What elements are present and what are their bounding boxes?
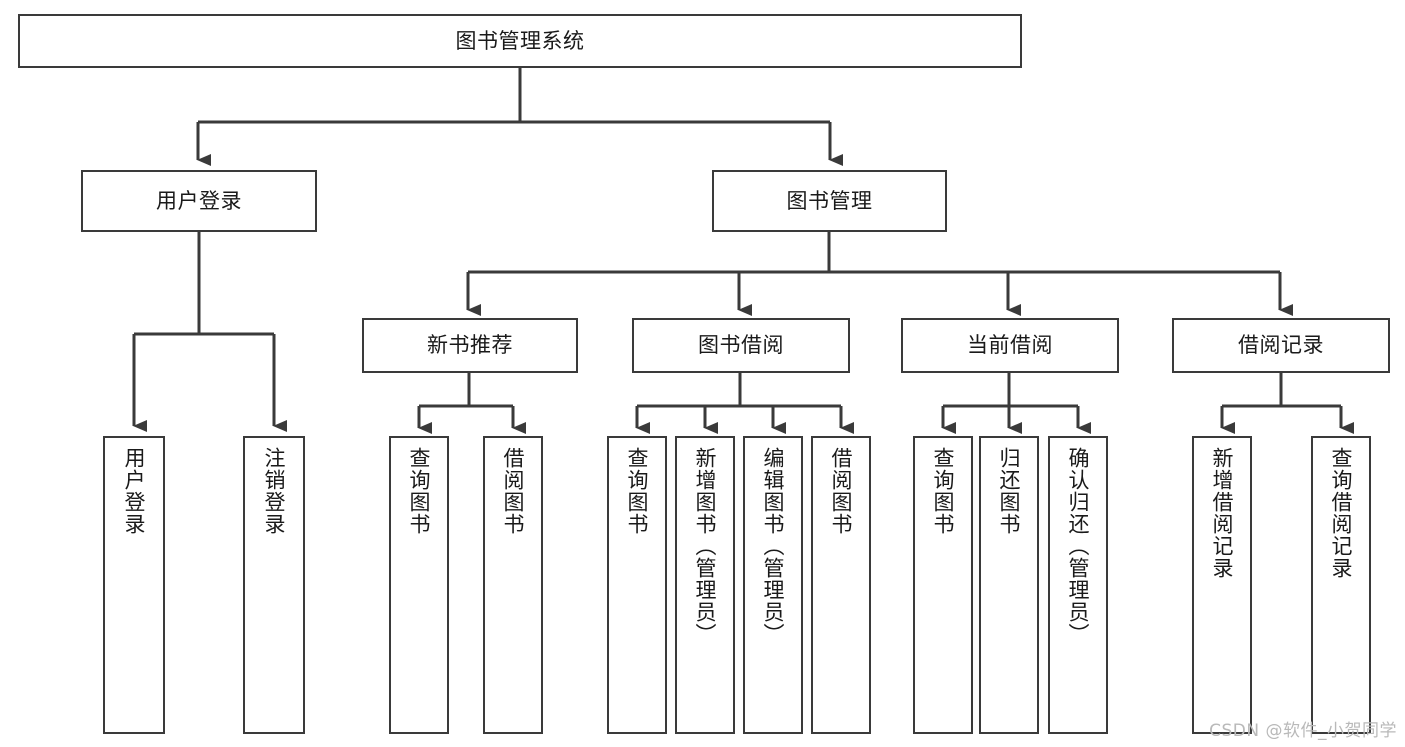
node-leaf-user-login[interactable]: 用户登录 [103, 436, 165, 734]
node-leaf-query-book-1[interactable]: 查询图书 [389, 436, 449, 734]
node-leaf-edit-book-label: 编辑图书（管理员） [761, 447, 786, 645]
node-root[interactable]: 图书管理系统 [18, 14, 1022, 68]
node-book-borrow-label: 图书借阅 [698, 333, 784, 358]
node-current-borrow-label: 当前借阅 [967, 333, 1053, 358]
node-user-login-label: 用户登录 [156, 188, 242, 213]
node-leaf-add-book[interactable]: 新增图书（管理员） [675, 436, 735, 734]
node-leaf-add-record-label: 新增借阅记录 [1210, 447, 1235, 579]
node-leaf-query-book-2[interactable]: 查询图书 [607, 436, 667, 734]
node-leaf-borrow-book-1[interactable]: 借阅图书 [483, 436, 543, 734]
node-book-borrow[interactable]: 图书借阅 [632, 318, 850, 373]
node-leaf-confirm-return[interactable]: 确认归还（管理员） [1048, 436, 1108, 734]
node-leaf-edit-book[interactable]: 编辑图书（管理员） [743, 436, 803, 734]
node-leaf-borrow-book-2-label: 借阅图书 [829, 447, 854, 535]
node-leaf-user-login-label: 用户登录 [122, 447, 147, 535]
node-user-login[interactable]: 用户登录 [81, 170, 317, 232]
node-borrow-record-label: 借阅记录 [1238, 333, 1324, 358]
node-leaf-user-logout[interactable]: 注销登录 [243, 436, 305, 734]
node-borrow-record[interactable]: 借阅记录 [1172, 318, 1390, 373]
node-leaf-return-book[interactable]: 归还图书 [979, 436, 1039, 734]
node-leaf-return-book-label: 归还图书 [997, 447, 1022, 535]
node-leaf-add-record[interactable]: 新增借阅记录 [1192, 436, 1252, 734]
node-leaf-query-book-3-label: 查询图书 [931, 447, 956, 535]
node-leaf-query-book-2-label: 查询图书 [625, 447, 650, 535]
node-book-management[interactable]: 图书管理 [712, 170, 947, 232]
node-leaf-add-book-label: 新增图书（管理员） [693, 447, 718, 645]
node-leaf-query-book-3[interactable]: 查询图书 [913, 436, 973, 734]
node-leaf-borrow-book-1-label: 借阅图书 [501, 447, 526, 535]
node-leaf-user-logout-label: 注销登录 [262, 447, 287, 535]
node-leaf-query-record[interactable]: 查询借阅记录 [1311, 436, 1371, 734]
node-leaf-confirm-return-label: 确认归还（管理员） [1066, 447, 1091, 645]
node-new-book-recommend[interactable]: 新书推荐 [362, 318, 578, 373]
node-root-label: 图书管理系统 [455, 28, 585, 53]
node-book-management-label: 图书管理 [786, 188, 873, 213]
watermark-text: CSDN @软件_小贺同学 [1209, 721, 1397, 741]
node-leaf-query-record-label: 查询借阅记录 [1329, 447, 1354, 579]
node-leaf-query-book-1-label: 查询图书 [407, 447, 432, 535]
node-new-book-recommend-label: 新书推荐 [427, 333, 513, 358]
node-leaf-borrow-book-2[interactable]: 借阅图书 [811, 436, 871, 734]
node-current-borrow[interactable]: 当前借阅 [901, 318, 1119, 373]
